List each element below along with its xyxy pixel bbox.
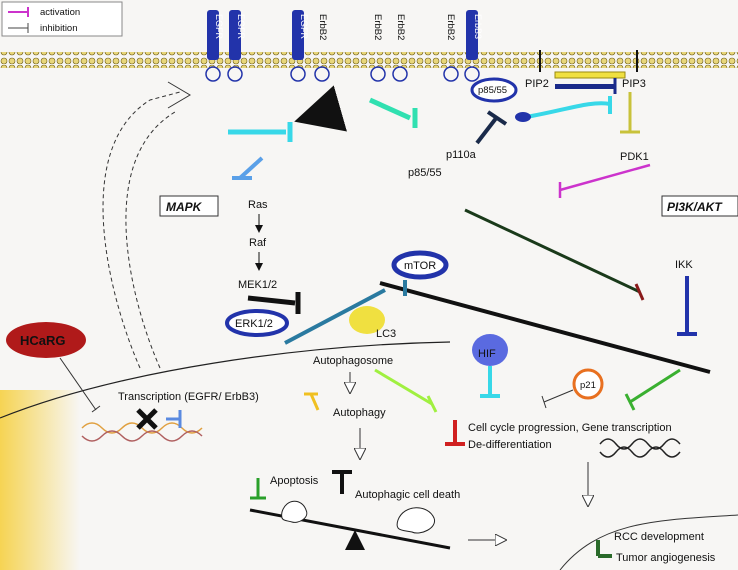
receptors: EGFR EGFR EGFR ErbB2 ErbB2 ErbB2 ErbB2 [205, 10, 483, 82]
mapk-label: MAPK [166, 200, 203, 214]
receptor-label: ErbB3 [473, 14, 483, 39]
cell-membrane [0, 52, 738, 68]
receptor-label: ErbB2 [372, 14, 383, 40]
mtor-node [391, 250, 449, 280]
mtor-label: mTOR [404, 260, 436, 272]
angio-label: Tumor angiogenesis [616, 552, 716, 564]
receptor-erbb3: ErbB3 [464, 10, 483, 82]
transcription-label: Transcription (EGFR/ ErbB3) [118, 391, 259, 403]
tumor-boundary [559, 514, 738, 570]
autophagosome-label: Autophagosome [313, 355, 393, 367]
pdk1-label: PDK1 [620, 151, 649, 163]
receptor-erbb2-4: ErbB2 [443, 14, 459, 82]
receptor-label: EGFR [236, 14, 246, 40]
rcc-label: RCC development [614, 531, 704, 543]
hif-node [472, 334, 508, 366]
pi3k-box [661, 195, 738, 217]
autophagy-label: Autophagy [333, 407, 386, 419]
p85-bound-label: p85/55 [478, 85, 507, 96]
balance-fulcrum [345, 530, 365, 550]
mek-label: MEK1/2 [238, 279, 277, 291]
p85-label: p85/55 [408, 167, 442, 179]
ras-label: Ras [248, 199, 268, 211]
feedback-arrow [102, 91, 181, 369]
transcription-block-icon [136, 408, 158, 430]
receptor-erbb2-1: ErbB2 [317, 14, 328, 40]
receptor-egfr-1: EGFR [205, 10, 224, 82]
lc3-label: LC3 [376, 328, 396, 340]
pi3k-label: PI3K/AKT [667, 200, 723, 214]
ikk-label: IKK [675, 259, 693, 271]
lc3-node [349, 306, 385, 334]
receptor-erbb2-3: ErbB2 [392, 14, 408, 82]
pip2-label: PIP2 [525, 78, 549, 90]
dna-helix-right [599, 438, 681, 450]
cell-cycle-label: Cell cycle progression, Gene transcripti… [468, 422, 672, 434]
pip3-label: PIP3 [622, 78, 646, 90]
pdk1-activation-arrow [559, 163, 651, 192]
apoptosis-label: Apoptosis [270, 475, 319, 487]
receptor-label: ErbB2 [395, 14, 406, 40]
hif-label: HIF [478, 348, 496, 360]
legend-activation: activation [40, 7, 80, 18]
receptor-label: EGFR [299, 14, 309, 40]
p21-node [572, 368, 604, 400]
receptor-label: EGFR [214, 14, 224, 40]
receptor-erbb2-2: ErbB2 [370, 14, 386, 82]
hcarg-label: HCaRG [20, 333, 66, 348]
hcarg-node [6, 322, 86, 358]
receptor-label: ErbB2 [445, 14, 456, 40]
receptor-egfr-2: EGFR [227, 10, 246, 82]
p21-label: p21 [580, 380, 596, 391]
dediff-label: De-differentiation [468, 439, 552, 451]
autophagic-cell-icon [396, 507, 436, 534]
legend: activation inhibition [1, 1, 123, 37]
p110a-label: p110a [446, 149, 477, 161]
nucleus-glow [0, 390, 80, 570]
receptor-label: ErbB2 [317, 14, 328, 40]
nuclear-envelope [0, 341, 451, 419]
raf-label: Raf [249, 237, 267, 249]
erk-node [225, 309, 289, 337]
mapk-box [159, 195, 219, 217]
erk-label: ERK1/2 [235, 318, 273, 330]
receptor-egfr-3: EGFR [290, 10, 330, 82]
autophagic-death-label: Autophagic cell death [355, 489, 460, 501]
legend-inhibition: inhibition [40, 23, 78, 34]
apoptotic-cell-icon [281, 500, 308, 523]
dna-helix-left [81, 422, 203, 434]
mtor-inhibition-line [379, 281, 711, 374]
p85-bound-node [470, 77, 518, 103]
